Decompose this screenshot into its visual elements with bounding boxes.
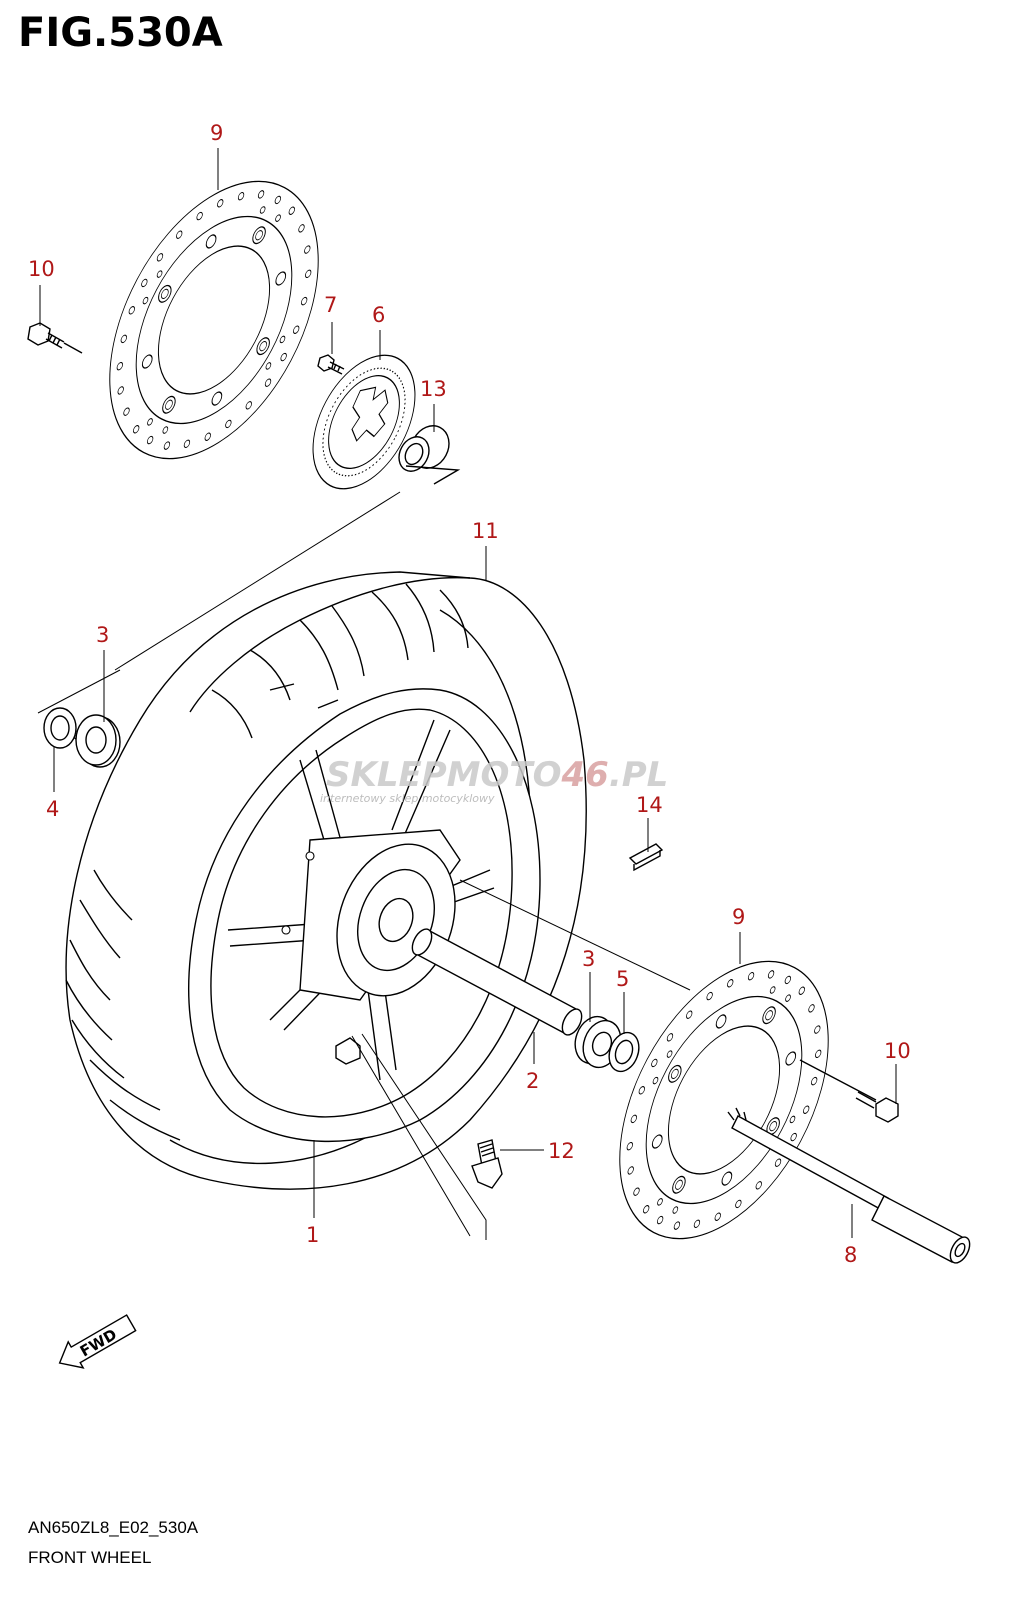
callout-6: 6 <box>372 303 385 327</box>
spacer-collar[interactable] <box>393 419 461 485</box>
guide-line-upper <box>114 491 401 671</box>
balance-weight[interactable] <box>628 843 664 872</box>
diagram-code: AN650ZL8_E02_530A <box>28 1518 199 1537</box>
bearing-left[interactable] <box>43 707 121 768</box>
watermark-brand-a: SKLEP <box>326 755 447 795</box>
callout-3-right: 3 <box>582 947 595 971</box>
guide-line-axle <box>459 879 691 991</box>
callout-13: 13 <box>420 377 447 401</box>
disc-bolt-top[interactable] <box>27 322 83 354</box>
guide-line-bearing <box>37 669 121 714</box>
disc-top-holes <box>116 190 312 450</box>
callout-14: 14 <box>636 793 663 817</box>
watermark: SKLEPMOTO46.PL internetowy sklep motocyk… <box>320 755 668 805</box>
brake-disc-right[interactable] <box>577 927 871 1274</box>
bearing-right[interactable] <box>569 1011 644 1075</box>
callout-2: 2 <box>526 1069 539 1093</box>
watermark-tagline: internetowy sklep motocyklowy <box>320 792 495 805</box>
fwd-arrow-icon: FWD <box>58 1314 137 1369</box>
callout-10-top: 10 <box>28 257 55 281</box>
disc-right-bolts <box>651 1006 797 1194</box>
figure-title: FIG.530A <box>18 10 223 56</box>
diagram-caption: FRONT WHEEL <box>28 1548 152 1567</box>
callout-numbers: 9 10 7 6 13 11 3 4 14 9 3 5 10 2 12 1 8 <box>28 121 911 1267</box>
guide-line-valve <box>351 1033 487 1240</box>
callout-9-top: 9 <box>210 121 223 145</box>
brake-disc-top[interactable] <box>67 147 361 494</box>
svg-text:SKLEPMOTO46.PL: SKLEPMOTO46.PL <box>326 755 668 795</box>
callout-11: 11 <box>472 519 499 543</box>
callout-5: 5 <box>616 967 629 991</box>
disc-bolt-right[interactable] <box>799 1059 899 1123</box>
callout-10-right: 10 <box>884 1039 911 1063</box>
tire-valve[interactable] <box>471 1139 503 1189</box>
distance-tube[interactable] <box>408 926 585 1038</box>
leader-lines <box>39 148 897 1238</box>
tire-tread <box>65 583 469 1141</box>
callout-1: 1 <box>306 1223 319 1247</box>
watermark-brand-tld: .PL <box>609 755 669 795</box>
abs-sensor-ring[interactable] <box>292 338 436 506</box>
callout-3-left: 3 <box>96 623 109 647</box>
sensor-screw[interactable] <box>317 354 345 375</box>
callout-7: 7 <box>324 293 337 317</box>
watermark-brand-b: MOTO <box>447 755 562 795</box>
disc-top-bolts <box>141 226 287 414</box>
watermark-brand-num: 46 <box>561 755 609 795</box>
callout-9-right: 9 <box>732 905 745 929</box>
callout-12: 12 <box>548 1139 575 1163</box>
callout-8: 8 <box>844 1243 857 1267</box>
callout-4: 4 <box>46 797 59 821</box>
front-axle[interactable] <box>727 1107 974 1266</box>
